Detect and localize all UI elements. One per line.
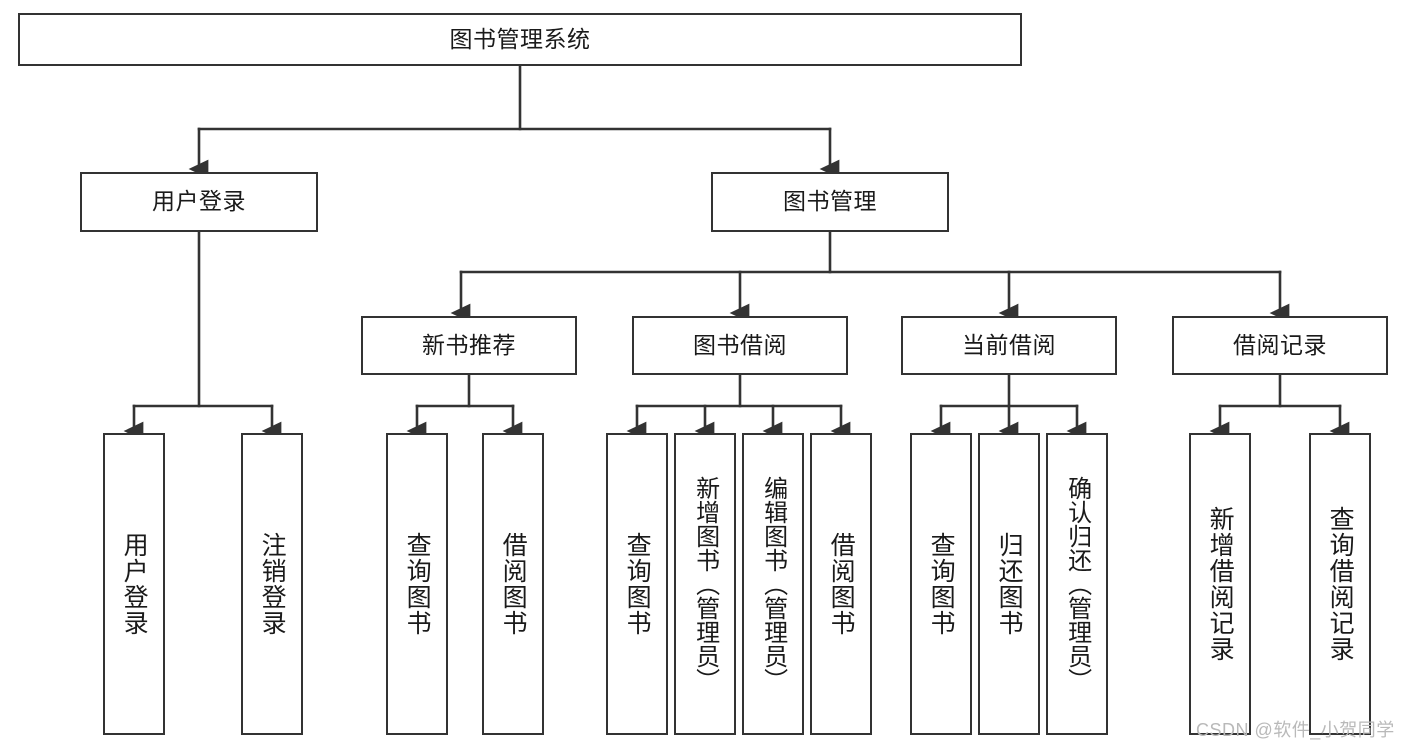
watermark-text: CSDN @软件_小贺同学 [1196, 720, 1395, 740]
node-label: 查询图书 [623, 532, 652, 636]
node-label: 当前借阅 [962, 331, 1056, 358]
node-label: 注销登录 [258, 532, 287, 636]
node-label: 图书借阅 [693, 331, 787, 358]
node-leaf-query-book-1[interactable]: 查询图书 [386, 433, 448, 735]
node-label: 用户登录 [120, 532, 149, 636]
node-label: 新增图书（管理员） [691, 476, 719, 692]
node-leaf-add-record[interactable]: 新增借阅记录 [1189, 433, 1251, 735]
node-root-system[interactable]: 图书管理系统 [18, 13, 1022, 66]
node-label: 图书管理 [783, 188, 877, 215]
node-leaf-return-book[interactable]: 归还图书 [978, 433, 1040, 735]
node-leaf-query-book-3[interactable]: 查询图书 [910, 433, 972, 735]
node-leaf-query-record[interactable]: 查询借阅记录 [1309, 433, 1371, 735]
node-label: 查询图书 [927, 532, 956, 636]
node-label: 借阅图书 [499, 532, 528, 636]
node-label: 用户登录 [152, 188, 246, 215]
node-label: 图书管理系统 [449, 25, 591, 52]
node-leaf-borrow-book-1[interactable]: 借阅图书 [482, 433, 544, 735]
node-label: 新增借阅记录 [1206, 506, 1235, 662]
node-user-login[interactable]: 用户登录 [80, 172, 318, 232]
node-leaf-add-book[interactable]: 新增图书（管理员） [674, 433, 736, 735]
node-label: 借阅记录 [1233, 331, 1327, 358]
node-leaf-borrow-book-2[interactable]: 借阅图书 [810, 433, 872, 735]
node-label: 归还图书 [995, 532, 1024, 636]
node-label: 确认归还（管理员） [1063, 476, 1091, 692]
node-leaf-edit-book[interactable]: 编辑图书（管理员） [742, 433, 804, 735]
node-label: 借阅图书 [827, 532, 856, 636]
node-book-manage[interactable]: 图书管理 [711, 172, 949, 232]
node-book-borrow[interactable]: 图书借阅 [632, 316, 848, 375]
node-leaf-confirm-return[interactable]: 确认归还（管理员） [1046, 433, 1108, 735]
node-label: 编辑图书（管理员） [759, 476, 787, 692]
node-label: 查询图书 [403, 532, 432, 636]
node-current-borrow[interactable]: 当前借阅 [901, 316, 1117, 375]
node-leaf-user-login[interactable]: 用户登录 [103, 433, 165, 735]
node-leaf-logout[interactable]: 注销登录 [241, 433, 303, 735]
node-borrow-record[interactable]: 借阅记录 [1172, 316, 1388, 375]
node-label: 新书推荐 [422, 331, 516, 358]
node-new-book-rec[interactable]: 新书推荐 [361, 316, 577, 375]
node-label: 查询借阅记录 [1326, 506, 1355, 662]
node-leaf-query-book-2[interactable]: 查询图书 [606, 433, 668, 735]
